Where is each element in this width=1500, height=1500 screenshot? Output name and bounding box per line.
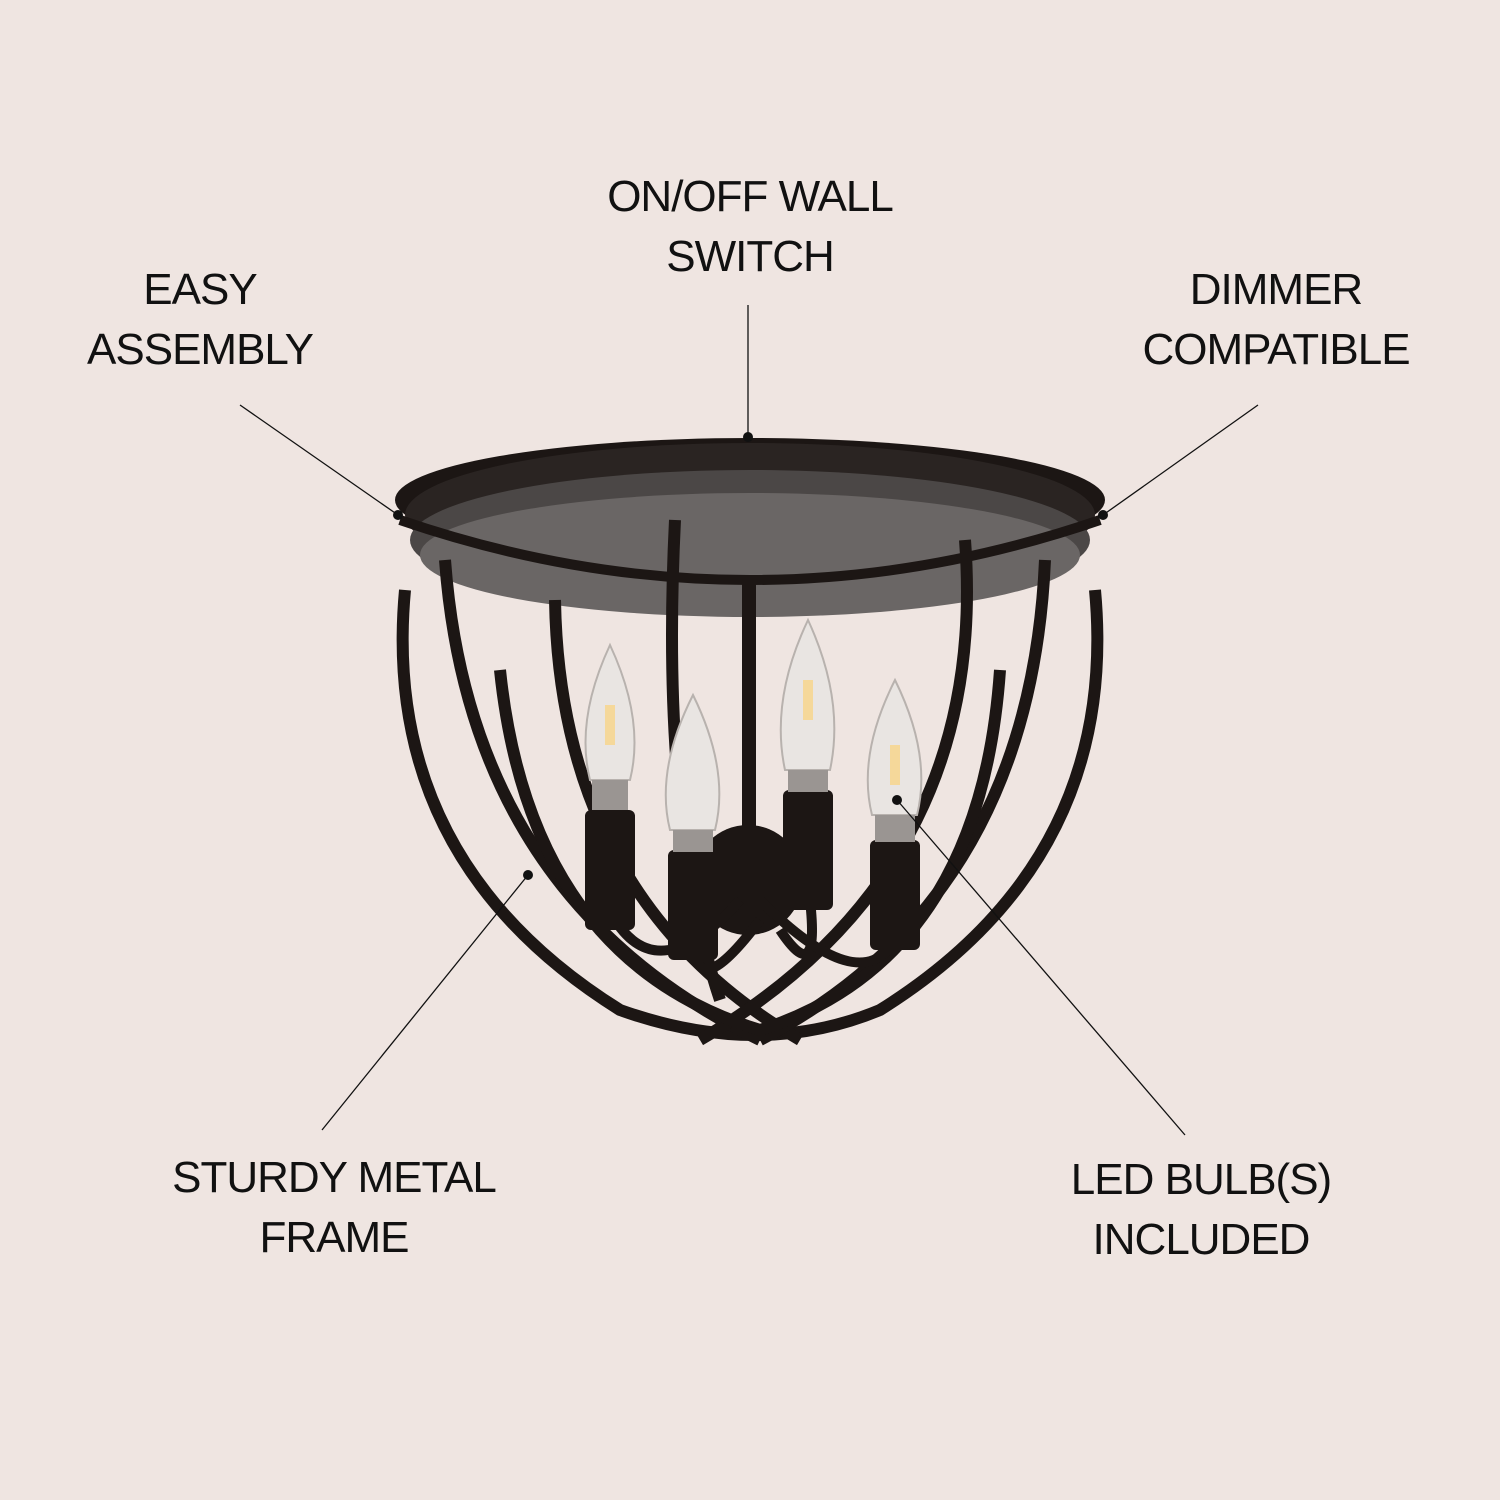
callout-dot-switch bbox=[743, 432, 753, 442]
callout-led-bulbs: LED BULB(S) INCLUDED bbox=[1070, 1150, 1332, 1270]
callout-dimmer-line2: COMPATIBLE bbox=[1142, 325, 1410, 374]
callout-bulbs-line1: LED BULB(S) bbox=[1070, 1155, 1332, 1204]
callout-wall-switch-line1: ON/OFF WALL bbox=[607, 172, 894, 221]
callout-line-frame bbox=[321, 874, 529, 1131]
callout-line-bulbs bbox=[896, 799, 1186, 1136]
callout-bulbs-line2: INCLUDED bbox=[1092, 1215, 1311, 1264]
callout-line-dimmer bbox=[1102, 404, 1259, 516]
callout-wall-switch: ON/OFF WALL SWITCH bbox=[607, 167, 894, 287]
bulbs bbox=[584, 617, 923, 960]
callout-dot-dimmer bbox=[1098, 510, 1108, 520]
callout-sturdy-frame: STURDY METAL FRAME bbox=[172, 1148, 497, 1268]
center-stem bbox=[742, 575, 756, 835]
candle-arms bbox=[610, 896, 900, 975]
callout-dimmer-compatible: DIMMER COMPATIBLE bbox=[1142, 260, 1410, 380]
callout-dot-frame bbox=[523, 870, 533, 880]
callout-dot-bulbs bbox=[892, 795, 902, 805]
callout-easy-assembly-line2: ASSEMBLY bbox=[87, 325, 314, 374]
callout-wall-switch-line2: SWITCH bbox=[666, 232, 835, 281]
center-ball bbox=[693, 825, 803, 935]
callout-easy-assembly-line1: EASY bbox=[143, 265, 257, 314]
callout-dimmer-line1: DIMMER bbox=[1189, 265, 1363, 314]
canopy bbox=[395, 438, 1105, 617]
callout-dot-assembly bbox=[393, 510, 403, 520]
callout-line-assembly bbox=[239, 404, 399, 516]
callout-easy-assembly: EASY ASSEMBLY bbox=[87, 260, 314, 380]
callout-frame-line2: FRAME bbox=[259, 1213, 409, 1262]
callout-frame-line1: STURDY METAL bbox=[172, 1153, 497, 1202]
